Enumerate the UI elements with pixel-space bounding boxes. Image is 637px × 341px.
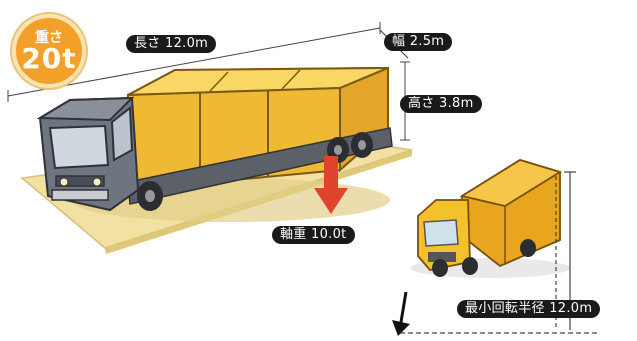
down-arrow-icon bbox=[392, 291, 410, 336]
truck-cab bbox=[36, 96, 140, 212]
width-label: 幅 2.5m bbox=[384, 33, 453, 51]
weight-badge-title: 重さ bbox=[35, 30, 63, 46]
weight-badge-value: 20t bbox=[21, 42, 77, 75]
axle-load-arrow bbox=[314, 156, 348, 214]
small-truck bbox=[410, 159, 570, 278]
length-label: 長さ 12.0m bbox=[126, 35, 217, 53]
weight-badge: 重さ 20t bbox=[12, 14, 86, 88]
axle-load-label: 軸重 10.0t bbox=[272, 226, 355, 244]
turning-radius-label: 最小回転半径 12.0m bbox=[457, 300, 601, 318]
height-label: 高さ 3.8m bbox=[400, 95, 482, 113]
length-dimension bbox=[7, 22, 381, 102]
